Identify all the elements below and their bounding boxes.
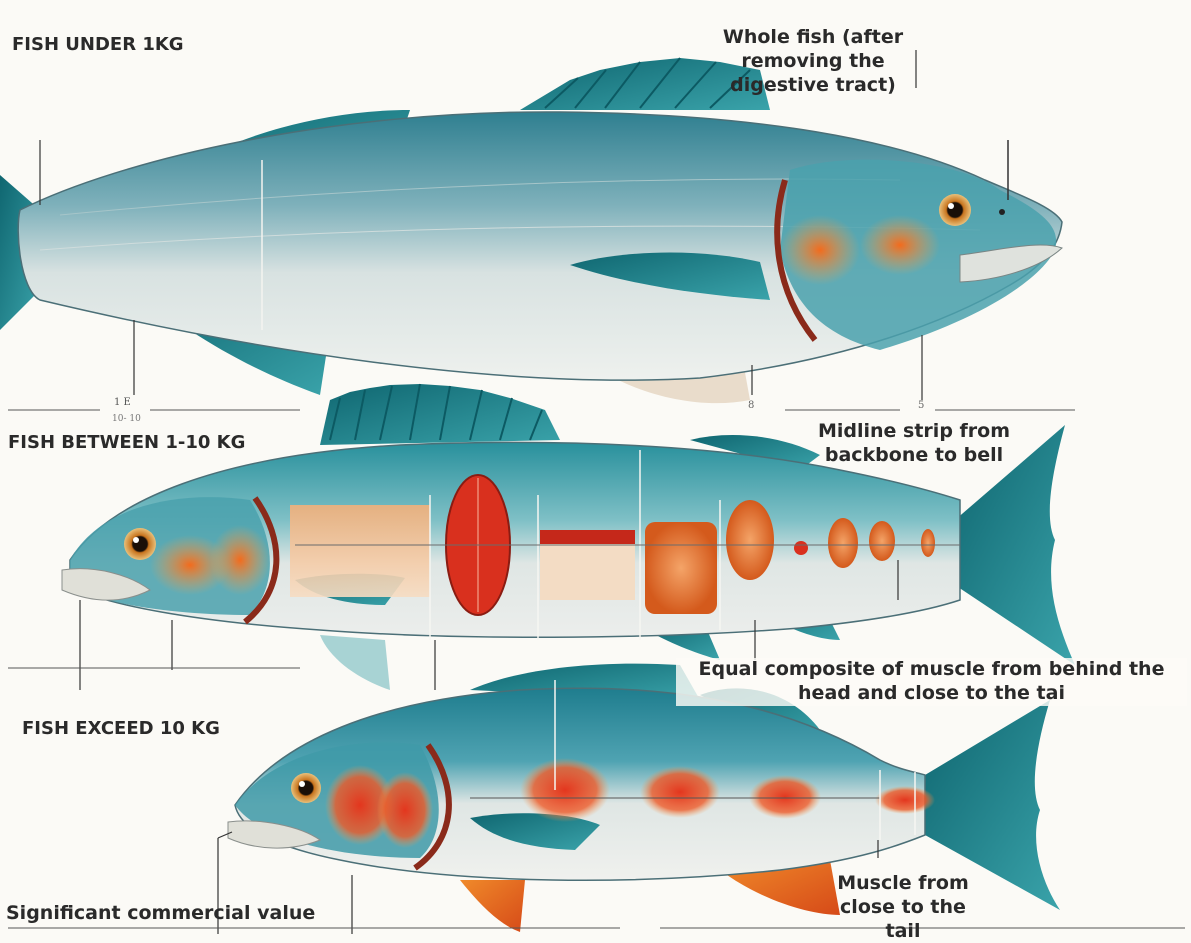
callout-muscle-tail: Muscle from close to the tail: [828, 872, 978, 943]
section-title-between-1-10kg: FISH BETWEEN 1-10 KG: [8, 432, 245, 455]
ruler-mark-3: 5: [918, 400, 924, 411]
ruler-mark-1-sub: 10- 10: [112, 414, 141, 424]
section-title-exceed-10kg: FISH EXCEED 10 KG: [22, 718, 220, 741]
ruler-mark-1: 1 E: [114, 397, 131, 408]
callout-whole-fish: Whole fish (after removing the digestive…: [718, 26, 908, 97]
section-title-under-1kg: FISH UNDER 1KG: [12, 34, 184, 57]
ruler-mark-2: 8: [748, 400, 754, 411]
fish-under-1kg: [0, 50, 1062, 403]
callout-midline-strip: Midline strip from backbone to bell: [800, 420, 1028, 468]
callout-equal-composite: Equal composite of muscle from behind th…: [676, 658, 1187, 706]
callout-commercial-value: Significant commercial value: [6, 902, 315, 926]
